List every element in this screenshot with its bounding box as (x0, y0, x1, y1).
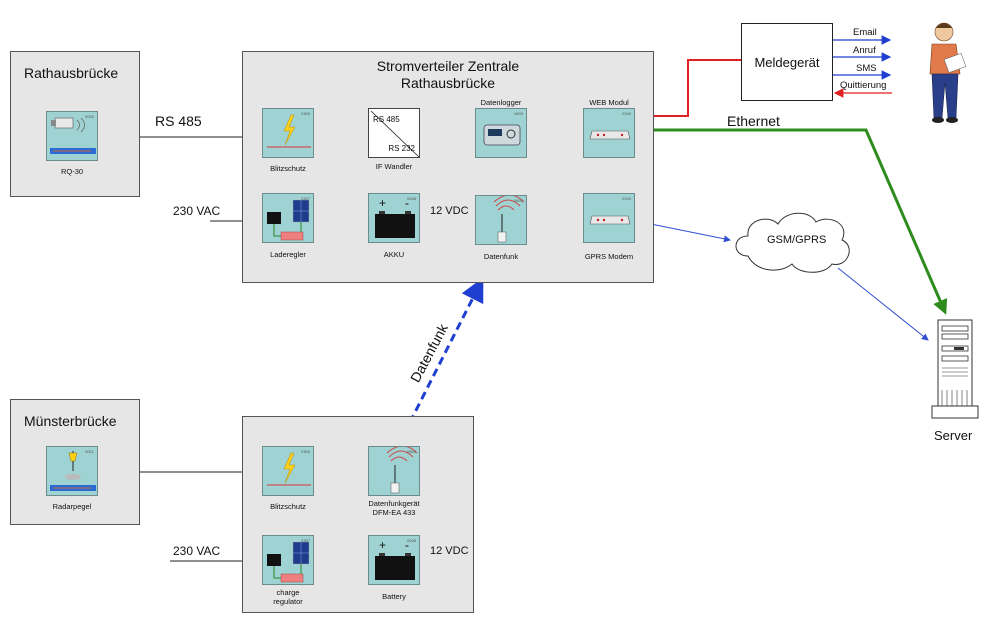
solar-charger-icon (267, 199, 310, 241)
gprs-modem-module[interactable]: 2240 (583, 193, 635, 243)
datenlogger-label: Datenlogger (480, 98, 522, 107)
battery-icon (375, 211, 415, 238)
radarpegel-sensor[interactable]: 0001 (46, 446, 98, 496)
if-wandler-label: IF Wandler (375, 162, 413, 171)
ethernet-label: Ethernet (727, 113, 780, 129)
web-modul-label: WEB Modul (589, 98, 629, 107)
panel-title-muensterbruecke: Münsterbrücke (24, 413, 117, 429)
if-wandler-rs485: RS 485 (373, 115, 400, 124)
converter-icon (370, 110, 420, 158)
radarpegel-label: Radarpegel (52, 502, 92, 511)
laderegler-label: Laderegler (270, 250, 306, 259)
battery-minus: - (405, 538, 409, 552)
akku-module[interactable]: + - 0008 (368, 193, 420, 243)
radio-antenna-icon (386, 447, 418, 494)
vdc-bottom-label: 12 VDC (430, 545, 469, 557)
radio-antenna-icon (493, 196, 525, 243)
battery-module[interactable]: + - 0008 (368, 535, 420, 585)
blitzschutz-bottom-module[interactable]: 2309 (262, 446, 314, 496)
blitzschutz-top-label: Blitzschutz (270, 164, 306, 173)
datenlogger-module[interactable]: 0600 (475, 108, 527, 158)
akku-minus: - (405, 196, 409, 210)
msg-sms: SMS (856, 63, 877, 74)
server-label: Server (934, 428, 973, 443)
datenfunkgeraet-label-2: DFM-EA 433 (372, 508, 416, 517)
radar-sensor-icon (50, 117, 96, 154)
blitzschutz-top-module[interactable]: 2309 (262, 108, 314, 158)
meldegeraet-box[interactable]: Meldegerät (741, 23, 833, 101)
if-wandler-rs232: RS 232 (388, 144, 415, 153)
lightning-icon (267, 452, 311, 486)
datalogger-icon (483, 124, 521, 146)
msg-anruf: Anruf (853, 45, 876, 56)
rs485-label: RS 485 (155, 113, 202, 129)
meldegeraet-label: Meldegerät (754, 54, 820, 70)
gsm-gprs-label: GSM/GPRS (767, 234, 827, 246)
vac-top-label: 230 VAC (173, 204, 221, 218)
datenfunk-label: Datenfunk (483, 252, 519, 261)
server-icon[interactable] (930, 316, 980, 428)
rq30-label: RQ-30 (60, 167, 84, 176)
vdc-top-label: 12 VDC (430, 205, 469, 217)
panel-zentrale: Stromverteiler Zentrale Rathausbrücke (242, 51, 654, 283)
lightning-icon (267, 114, 311, 148)
battery-icon (375, 553, 415, 580)
laderegler-module[interactable]: 2307 (262, 193, 314, 243)
if-wandler-module[interactable]: RS 485 RS 232 (368, 108, 420, 158)
blitzschutz-bottom-label: Blitzschutz (270, 502, 306, 511)
solar-charger-icon (267, 541, 310, 583)
radar-level-icon (50, 451, 96, 491)
charge-regulator-label-2: regulator (273, 597, 303, 606)
datenfunkgeraet-module[interactable]: 0600 (368, 446, 420, 496)
gsm-cloud-icon (735, 212, 850, 273)
panel-title-rathausbruecke: Rathausbrücke (24, 65, 119, 81)
charge-regulator-module[interactable]: 2307 (262, 535, 314, 585)
battery-plus: + (379, 538, 387, 552)
akku-plus: + (379, 196, 387, 210)
cloud-to-server-link (837, 267, 929, 341)
panel-title-zentrale-2: Rathausbrücke (400, 75, 496, 91)
datenfunkgeraet-label-1: Datenfunkgerät (368, 499, 420, 508)
vac-bottom-label: 230 VAC (173, 544, 221, 558)
akku-label: AKKU (383, 250, 405, 259)
panel-title-zentrale-1: Stromverteiler Zentrale (376, 58, 520, 74)
battery-label: Battery (382, 592, 406, 601)
rq30-sensor[interactable]: 0002 (46, 111, 98, 161)
radio-link (402, 277, 484, 435)
gprs-modem-label: GPRS Modem (584, 252, 634, 261)
gprs-to-cloud-link (645, 222, 731, 243)
charge-regulator-label-1: charge (276, 588, 300, 597)
ethernet-link (646, 128, 948, 315)
person-icon (929, 22, 967, 123)
router-icon (589, 130, 631, 140)
modem-icon (589, 215, 631, 225)
web-modul-module[interactable]: 2240 (583, 108, 635, 158)
msg-email: Email (853, 27, 877, 38)
alarm-link (637, 59, 741, 117)
datenfunk-module[interactable]: 0600 (475, 195, 527, 245)
msg-quittierung: Quittierung (840, 80, 887, 91)
